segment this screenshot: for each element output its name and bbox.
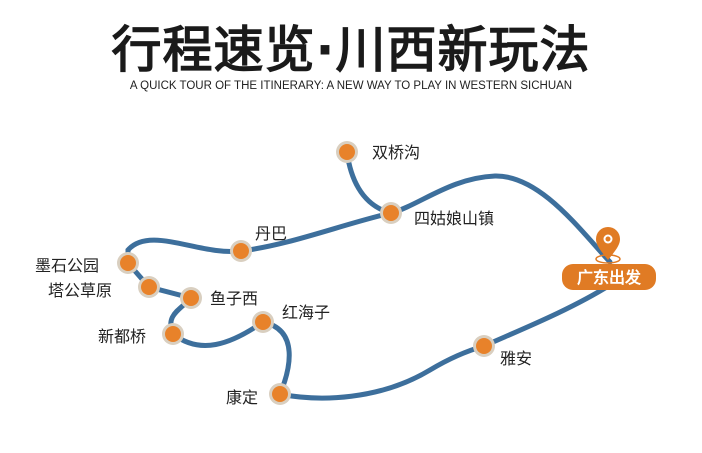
route-line-main (125, 173, 613, 401)
page-subtitle: A QUICK TOUR OF THE ITINERARY: A NEW WAY… (129, 80, 573, 92)
stop-label: 红海子 (282, 303, 330, 322)
stop-label: 丹巴 (255, 224, 287, 243)
stop-node-shuangqiaogou (336, 141, 358, 163)
stop-label: 墨石公园 (35, 256, 99, 275)
stop-label: 塔公草原 (48, 281, 112, 300)
stop-label: 鱼子西 (210, 289, 258, 308)
stop-label: 雅安 (500, 349, 532, 368)
stop-node-tagong (138, 276, 160, 298)
stop-node-yaan (473, 335, 495, 357)
start-label: 广东出发 (577, 268, 642, 287)
stop-label: 四姑娘山镇 (414, 209, 494, 228)
stop-label: 新都桥 (98, 327, 146, 346)
stop-node-danba (230, 240, 252, 262)
stop-node-xinduqiao (162, 323, 184, 345)
stop-label: 双桥沟 (372, 143, 420, 162)
stop-node-moshi (117, 252, 139, 274)
stop-node-yuzixi (180, 287, 202, 309)
stop-node-honghaizi (252, 311, 274, 333)
page-title: 行程速览·川西新玩法 (111, 21, 591, 79)
stop-node-kangding (269, 383, 291, 405)
stop-nodes (117, 141, 495, 405)
stop-label: 康定 (226, 388, 258, 407)
stop-node-siguniangshan (380, 202, 402, 224)
start-badge: 广东出发 (562, 264, 656, 290)
location-pin-icon (595, 227, 621, 264)
